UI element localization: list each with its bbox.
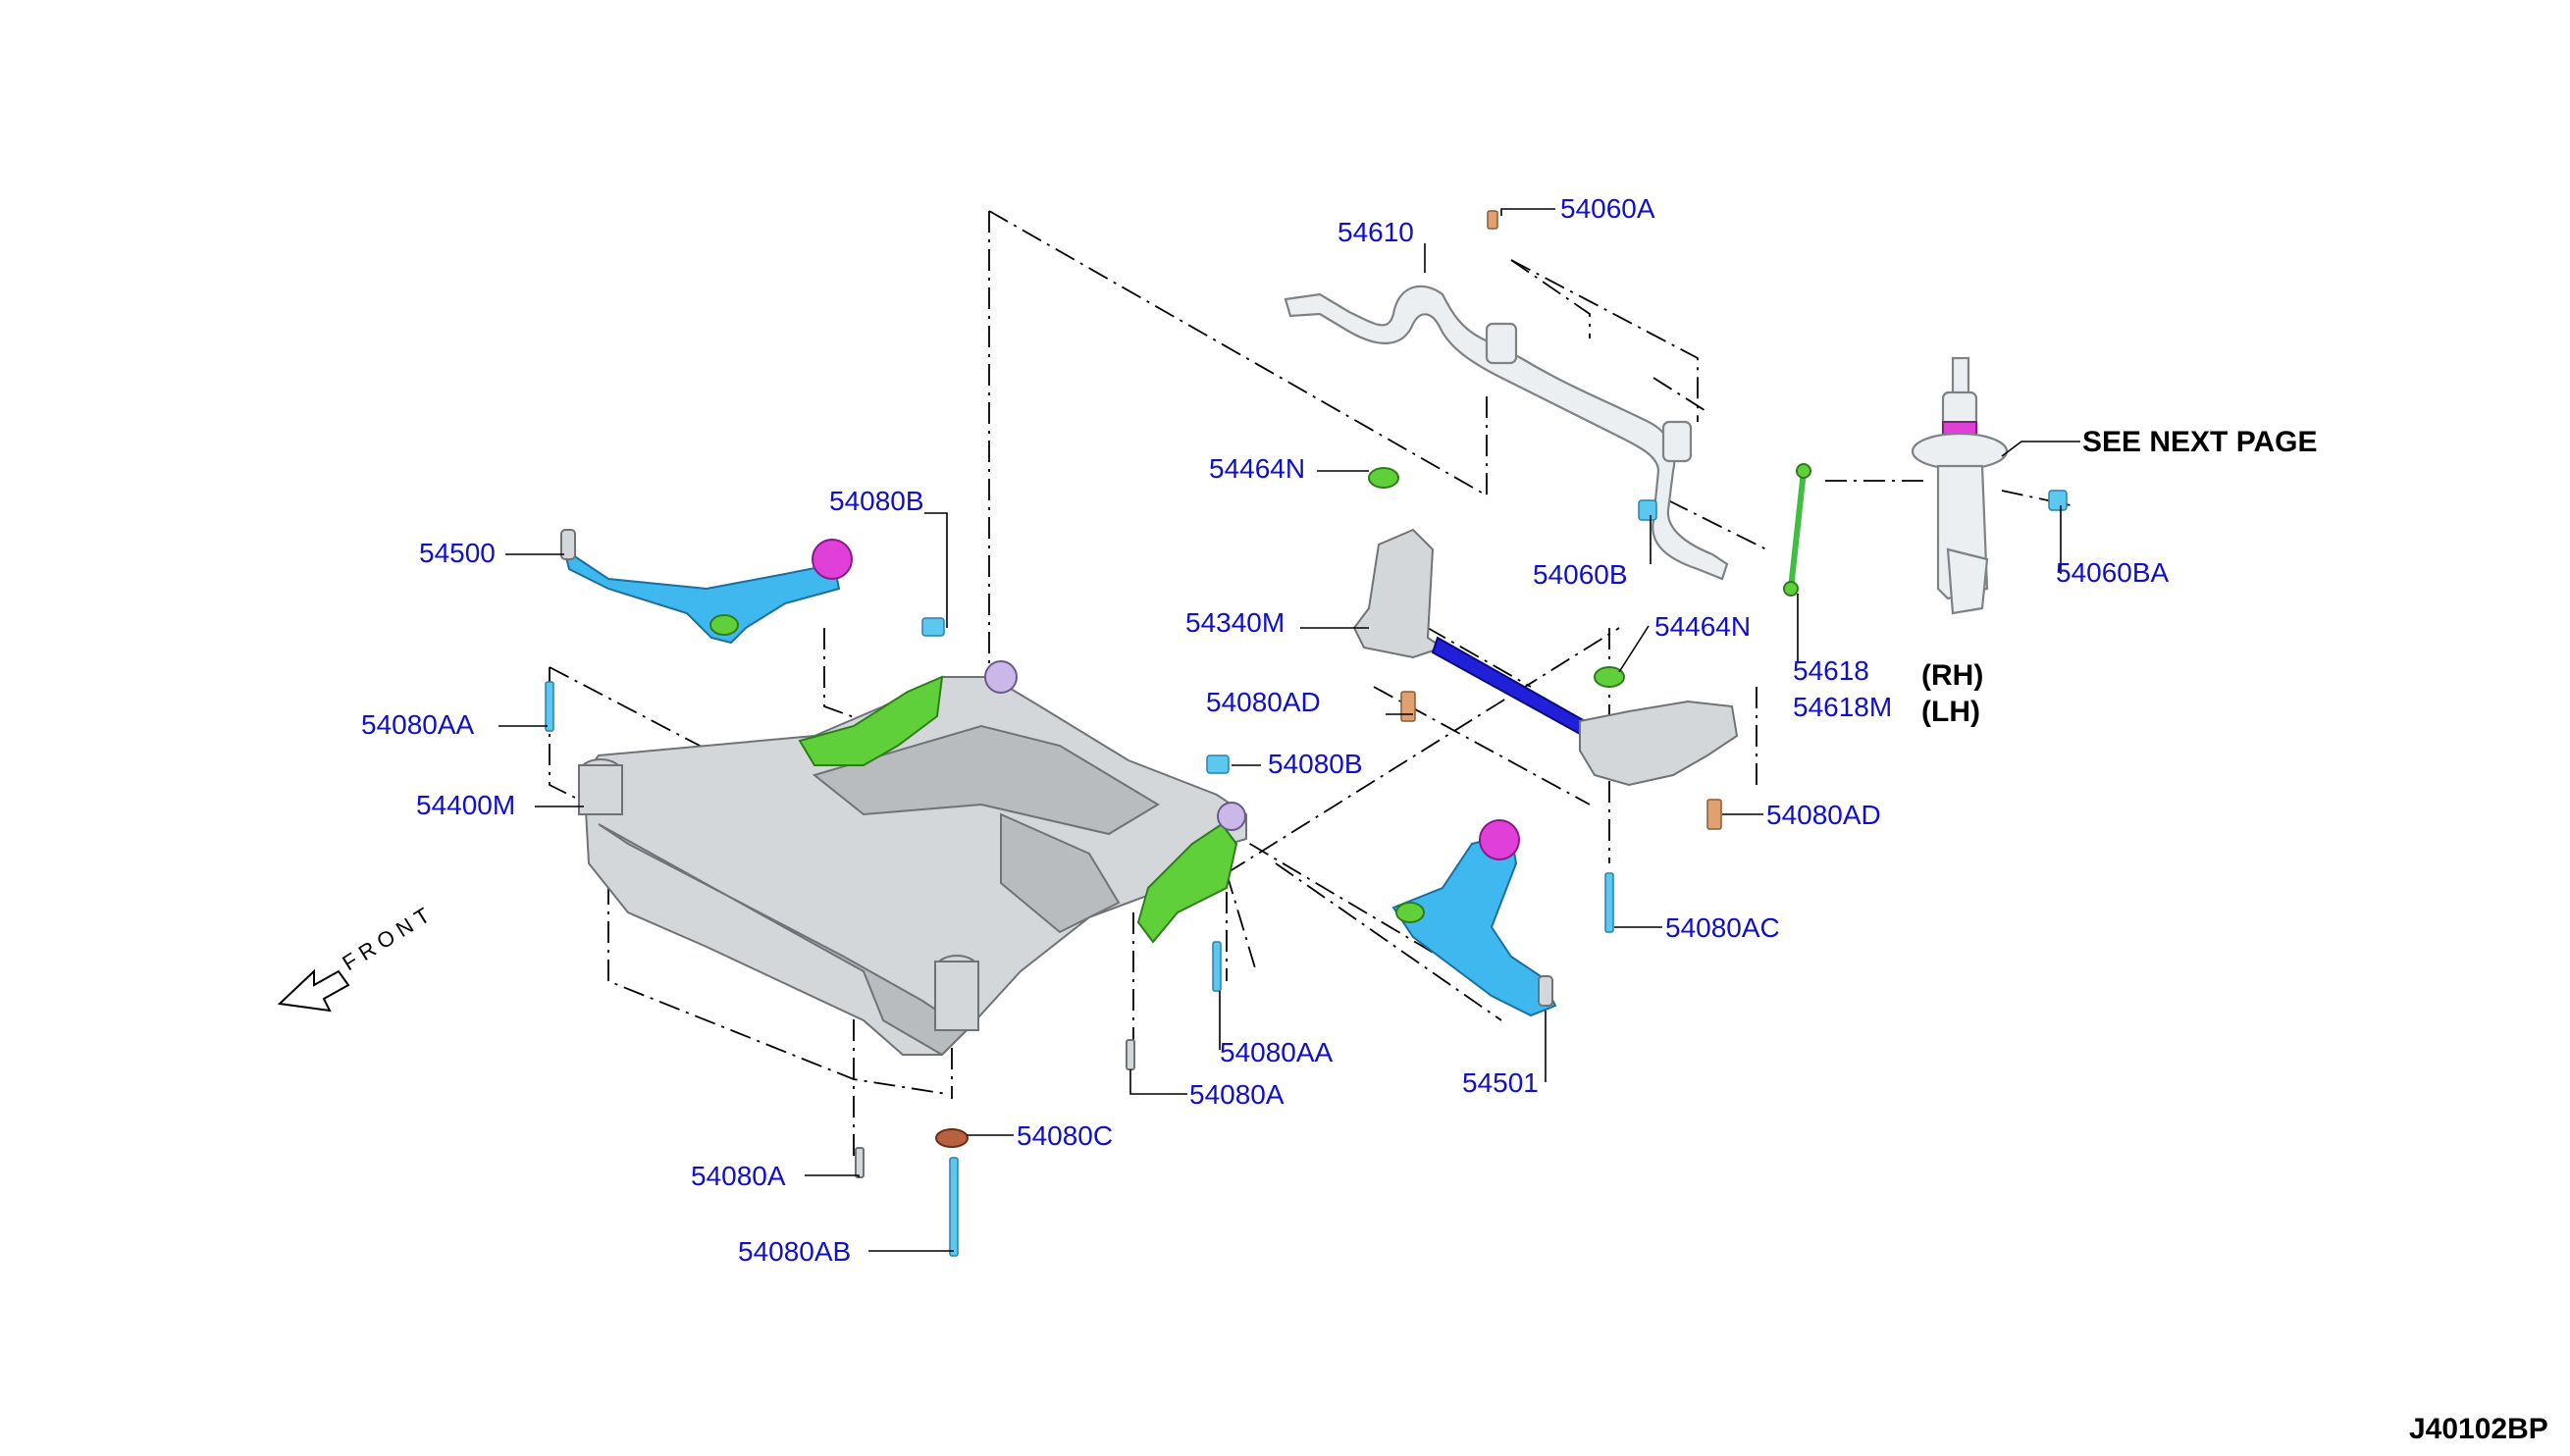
see-next-page-note: SEE NEXT PAGE <box>2082 426 2318 458</box>
part-label-54464N-lower: 54464N <box>1654 611 1751 642</box>
part-label-54340M: 54340M <box>1185 607 1285 638</box>
leader-lines <box>498 208 2080 1252</box>
part-label-54610: 54610 <box>1337 217 1414 247</box>
part-label-54080B-lower: 54080B <box>1268 749 1363 779</box>
connecting-rod <box>1783 463 1811 597</box>
part-label-54501: 54501 <box>1462 1067 1539 1098</box>
suspension-member <box>578 660 1247 1057</box>
part-label-54618M: 54618M <box>1793 692 1892 722</box>
part-label-54080AB: 54080AB <box>738 1236 851 1267</box>
transverse-link-rh <box>560 529 853 645</box>
part-labels: 54060A 54610 54464N 54060B 54060BA 54340… <box>361 193 2170 1267</box>
fasteners <box>545 210 2068 1257</box>
front-label: FRONT <box>338 900 439 975</box>
part-label-54080B-upper: 54080B <box>829 486 924 516</box>
part-label-54080AA-left: 54080AA <box>361 709 475 740</box>
lh-label: (LH) <box>1921 696 1980 728</box>
part-label-54080AA-right: 54080AA <box>1220 1037 1334 1067</box>
part-label-54618: 54618 <box>1793 655 1869 686</box>
strut-assembly <box>1911 356 2009 615</box>
stabilizer-bar <box>1284 285 1729 581</box>
member-stay <box>1352 467 1739 787</box>
part-label-54080AD-lower: 54080AD <box>1766 800 1881 830</box>
part-label-54464N-upper: 54464N <box>1209 453 1305 484</box>
rh-label: (RH) <box>1921 659 1983 692</box>
part-label-54060B: 54060B <box>1533 559 1628 590</box>
diagram-code: J40102BP <box>2409 1413 2548 1445</box>
part-label-54400M: 54400M <box>416 790 515 820</box>
part-label-54080A-right: 54080A <box>1189 1079 1285 1110</box>
part-label-54080A-left: 54080A <box>691 1161 786 1191</box>
part-label-54080AC: 54080AC <box>1665 912 1780 943</box>
part-label-54500: 54500 <box>419 538 496 568</box>
part-label-54080C: 54080C <box>1017 1120 1113 1151</box>
front-arrow: FRONT <box>277 900 439 1013</box>
part-label-54080AD-upper: 54080AD <box>1206 687 1321 717</box>
transverse-link-lh <box>1391 819 1557 1017</box>
part-label-54060A: 54060A <box>1560 193 1655 224</box>
part-label-54060BA: 54060BA <box>2056 557 2170 588</box>
